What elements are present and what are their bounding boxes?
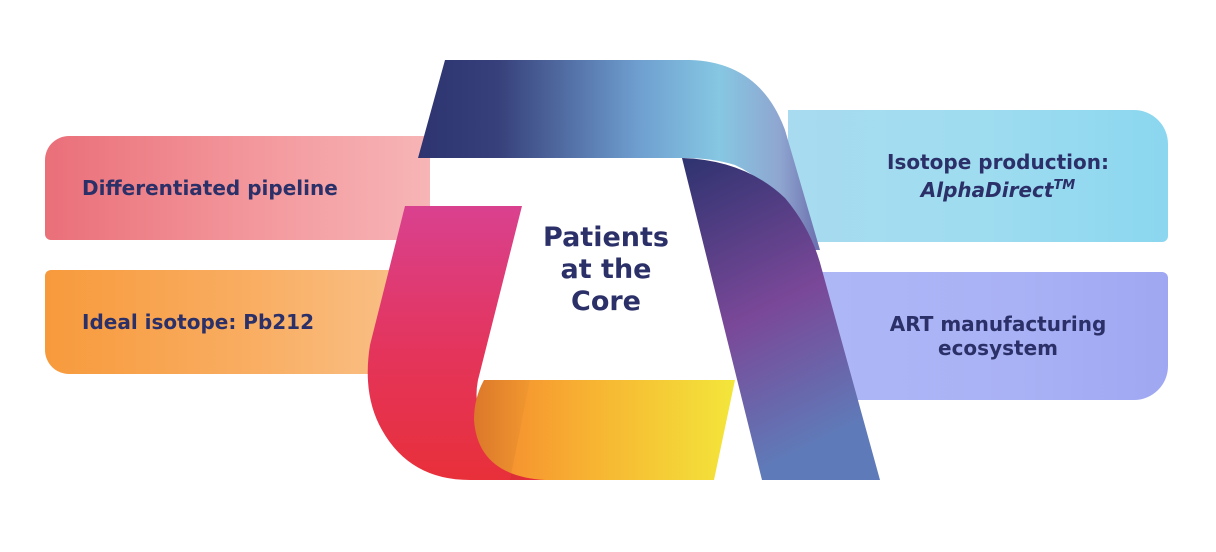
card-ideal-isotope: Ideal isotope: Pb212 (45, 270, 430, 374)
card-label-line2: ecosystem (938, 336, 1058, 360)
ribbon-right-segment (682, 158, 880, 480)
card-label-line1: Isotope production: (887, 150, 1109, 174)
alphadirect-text: AlphaDirect (920, 178, 1054, 202)
center-label: Patients at the Core (506, 222, 706, 318)
card-label-line2: AlphaDirectTM (921, 174, 1076, 202)
ribbon-bottom-shade (474, 380, 545, 480)
ribbon-left-segment (367, 206, 560, 480)
card-label-line1: ART manufacturing (889, 312, 1107, 336)
ribbon-top-segment (418, 60, 820, 250)
card-label: Ideal isotope: Pb212 (82, 310, 315, 334)
card-differentiated-pipeline: Differentiated pipeline (45, 136, 430, 240)
card-isotope-production: Isotope production: AlphaDirectTM (788, 110, 1168, 242)
ribbon-bottom-segment (474, 380, 735, 480)
card-label: Differentiated pipeline (82, 176, 338, 200)
center-label-line1: Patients (543, 222, 669, 253)
trademark-superscript: TM (1053, 178, 1076, 193)
center-label-line3: Core (571, 286, 641, 317)
center-label-line2: at the (560, 254, 652, 285)
